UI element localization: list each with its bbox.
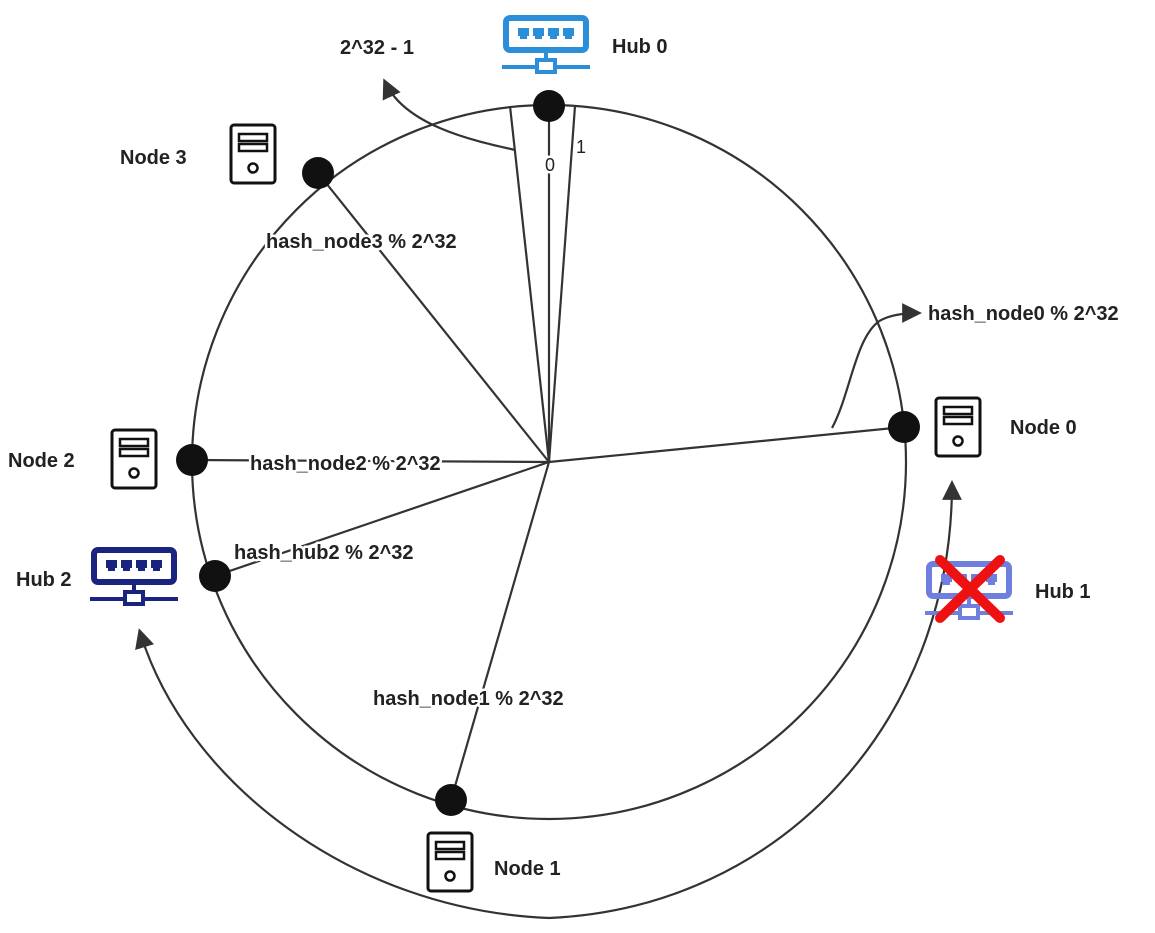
ring-origin-line-right — [547, 105, 577, 463]
hub2-hash-label: hash_hub2 % 2^32 — [234, 542, 414, 564]
hub2-position-dot — [199, 560, 231, 592]
failover-arc-to-node0 — [548, 480, 962, 920]
hub2-label: Hub 2 — [16, 569, 72, 591]
radial-line-node2 — [191, 458, 550, 464]
max-value-label: 2^32 - 1 — [340, 37, 414, 59]
radial-line-node0 — [548, 425, 905, 464]
node3-server-icon — [229, 123, 277, 185]
node0-hash-arrow — [831, 303, 922, 429]
hub0-label: Hub 0 — [612, 36, 668, 58]
failover-arc-to-hub2 — [135, 628, 550, 920]
radial-line-node1 — [449, 461, 551, 801]
zero-label: 0 — [545, 155, 555, 175]
hub2-network-switch-icon — [90, 550, 178, 604]
node0-position-dot — [888, 411, 920, 443]
node2-label: Node 2 — [8, 450, 75, 472]
node3-position-dot — [302, 157, 334, 189]
hub0-position-dot — [533, 90, 565, 122]
hub0-network-switch-icon — [502, 18, 590, 72]
node2-position-dot — [176, 444, 208, 476]
hub1-removed-x-icon — [935, 555, 1005, 623]
node2-hash-label: hash_node2 % 2^32 — [250, 453, 441, 475]
radial-line-node3 — [317, 172, 550, 463]
node1-position-dot — [435, 784, 467, 816]
node2-server-icon — [110, 428, 158, 490]
node3-label: Node 3 — [120, 147, 187, 169]
max-value-arrow — [382, 78, 516, 152]
node0-hash-label: hash_node0 % 2^32 — [928, 303, 1119, 325]
one-label: 1 — [576, 137, 586, 157]
node1-label: Node 1 — [494, 858, 561, 880]
node1-hash-label: hash_node1 % 2^32 — [373, 688, 564, 710]
ring-origin-line-left — [508, 105, 551, 463]
node0-label: Node 0 — [1010, 417, 1077, 439]
radial-line-hub2 — [214, 460, 550, 578]
node1-server-icon — [426, 831, 474, 893]
node3-hash-label: hash_node3 % 2^32 — [266, 231, 457, 253]
hub1-label: Hub 1 — [1035, 581, 1091, 603]
node0-server-icon — [934, 396, 982, 458]
